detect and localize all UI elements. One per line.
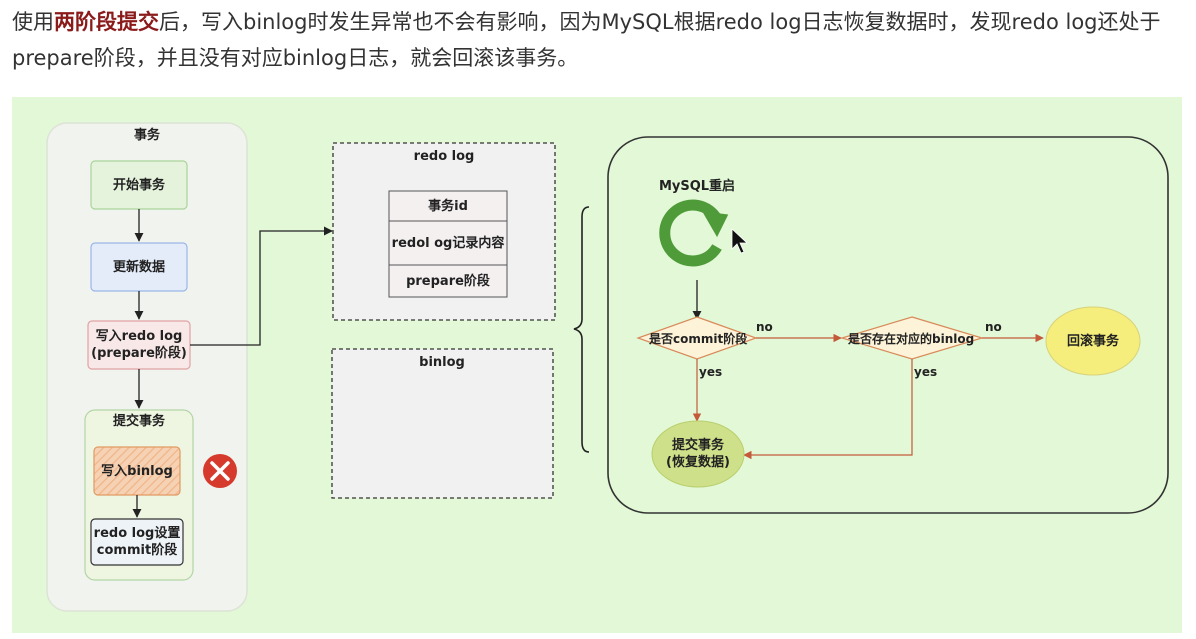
step-write-redo-line2: (prepare阶段) xyxy=(91,346,187,361)
decision-commit-label: 是否commit阶段 xyxy=(649,332,748,346)
intro-highlight: 两阶段提交 xyxy=(54,10,159,34)
step-set-commit-label: redo log设置 commit阶段 xyxy=(91,519,183,565)
step-start-label: 开始事务 xyxy=(112,177,165,193)
step-update-label: 更新数据 xyxy=(112,259,165,275)
diagram-canvas: 事务 开始事务 更新数据 写入redo log (prepare阶段) 提交事务… xyxy=(12,97,1182,633)
step-set-commit-box xyxy=(90,518,184,566)
binlog-panel-title: binlog xyxy=(419,355,465,370)
binlog-panel xyxy=(331,348,554,499)
intro-paragraph: 使用两阶段提交后，写入binlog时发生异常也不会有影响，因为MySQL根据re… xyxy=(12,4,1184,76)
result-rollback-ellipse xyxy=(1045,306,1141,376)
curly-brace xyxy=(573,206,590,453)
result-commit-ellipse xyxy=(651,420,745,488)
mouse-cursor-icon xyxy=(731,228,749,254)
error-x-circle-icon xyxy=(203,454,237,488)
label-yes-binlog: yes xyxy=(914,365,938,379)
redo-log-row-1 xyxy=(388,190,508,222)
redo-log-row-3-label: prepare阶段 xyxy=(406,273,490,289)
redo-log-row-2-label: redol og记录内容 xyxy=(391,235,505,251)
step-write-binlog-label: 写入binlog xyxy=(101,463,173,479)
transaction-panel-title: 事务 xyxy=(133,128,160,143)
intro-suffix: 后，写入binlog时发生异常也不会有影响，因为MySQL根据redo log日… xyxy=(12,10,1161,70)
label-no-commit: no xyxy=(756,320,773,334)
decision-binlog-label: 是否存在对应的binlog xyxy=(848,332,975,346)
result-rollback-label: 回滚事务 xyxy=(1066,333,1119,349)
intro-prefix: 使用 xyxy=(12,10,54,34)
result-commit-line2: (恢复数据) xyxy=(666,455,730,470)
recovery-panel-title: MySQL重启 xyxy=(658,179,736,194)
redo-log-panel-title: redo log xyxy=(413,149,475,164)
result-commit-label: 提交事务 (恢复数据) xyxy=(652,421,744,487)
label-no-binlog: no xyxy=(985,320,1002,334)
restart-circular-arrow-icon xyxy=(659,199,729,267)
diagram-svg xyxy=(46,122,1169,612)
arrow-binlog-yes-to-result xyxy=(743,359,913,460)
arrow-redo-to-redolog-panel xyxy=(190,226,333,346)
redo-log-row-2 xyxy=(388,220,508,266)
step-write-redo-label: 写入redo log (prepare阶段) xyxy=(88,321,190,369)
label-yes-commit: yes xyxy=(699,365,723,379)
result-commit-line1: 提交事务 xyxy=(671,438,724,453)
redo-log-row-1-label: 事务id xyxy=(428,198,468,214)
step-set-commit-line1: redo log设置 xyxy=(93,526,181,541)
commit-group-title: 提交事务 xyxy=(112,414,165,429)
redo-log-row-3 xyxy=(388,264,508,298)
step-set-commit-line2: commit阶段 xyxy=(96,543,178,558)
step-write-redo-line1: 写入redo log xyxy=(95,329,183,344)
